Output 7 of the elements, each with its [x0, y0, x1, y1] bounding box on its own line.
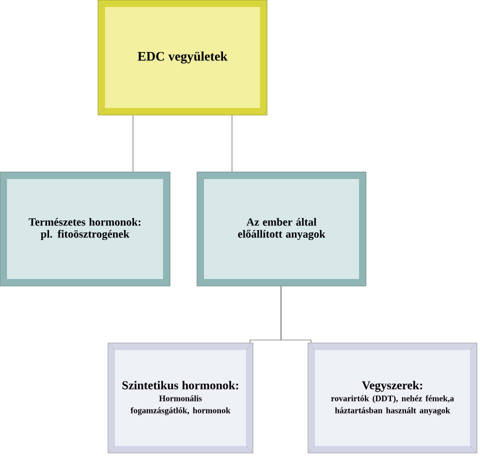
bevel-box: Szintetikus hormonok: Hormonális fogamzásgátlók, hormonok	[108, 342, 254, 454]
bevel-box: EDC vegyületek	[98, 0, 268, 116]
bevel-box: Természetes hormonok: pl. fitoösztrogének	[0, 172, 170, 286]
bevel-box: Az ember által előállított anyagok	[196, 172, 366, 286]
bevel-box: Vegyszerek: rovarirtók (DDT), nehéz fémek,a háztartásban használt anyagok	[308, 342, 478, 454]
connector-line	[132, 114, 134, 172]
connector-line	[280, 286, 312, 344]
